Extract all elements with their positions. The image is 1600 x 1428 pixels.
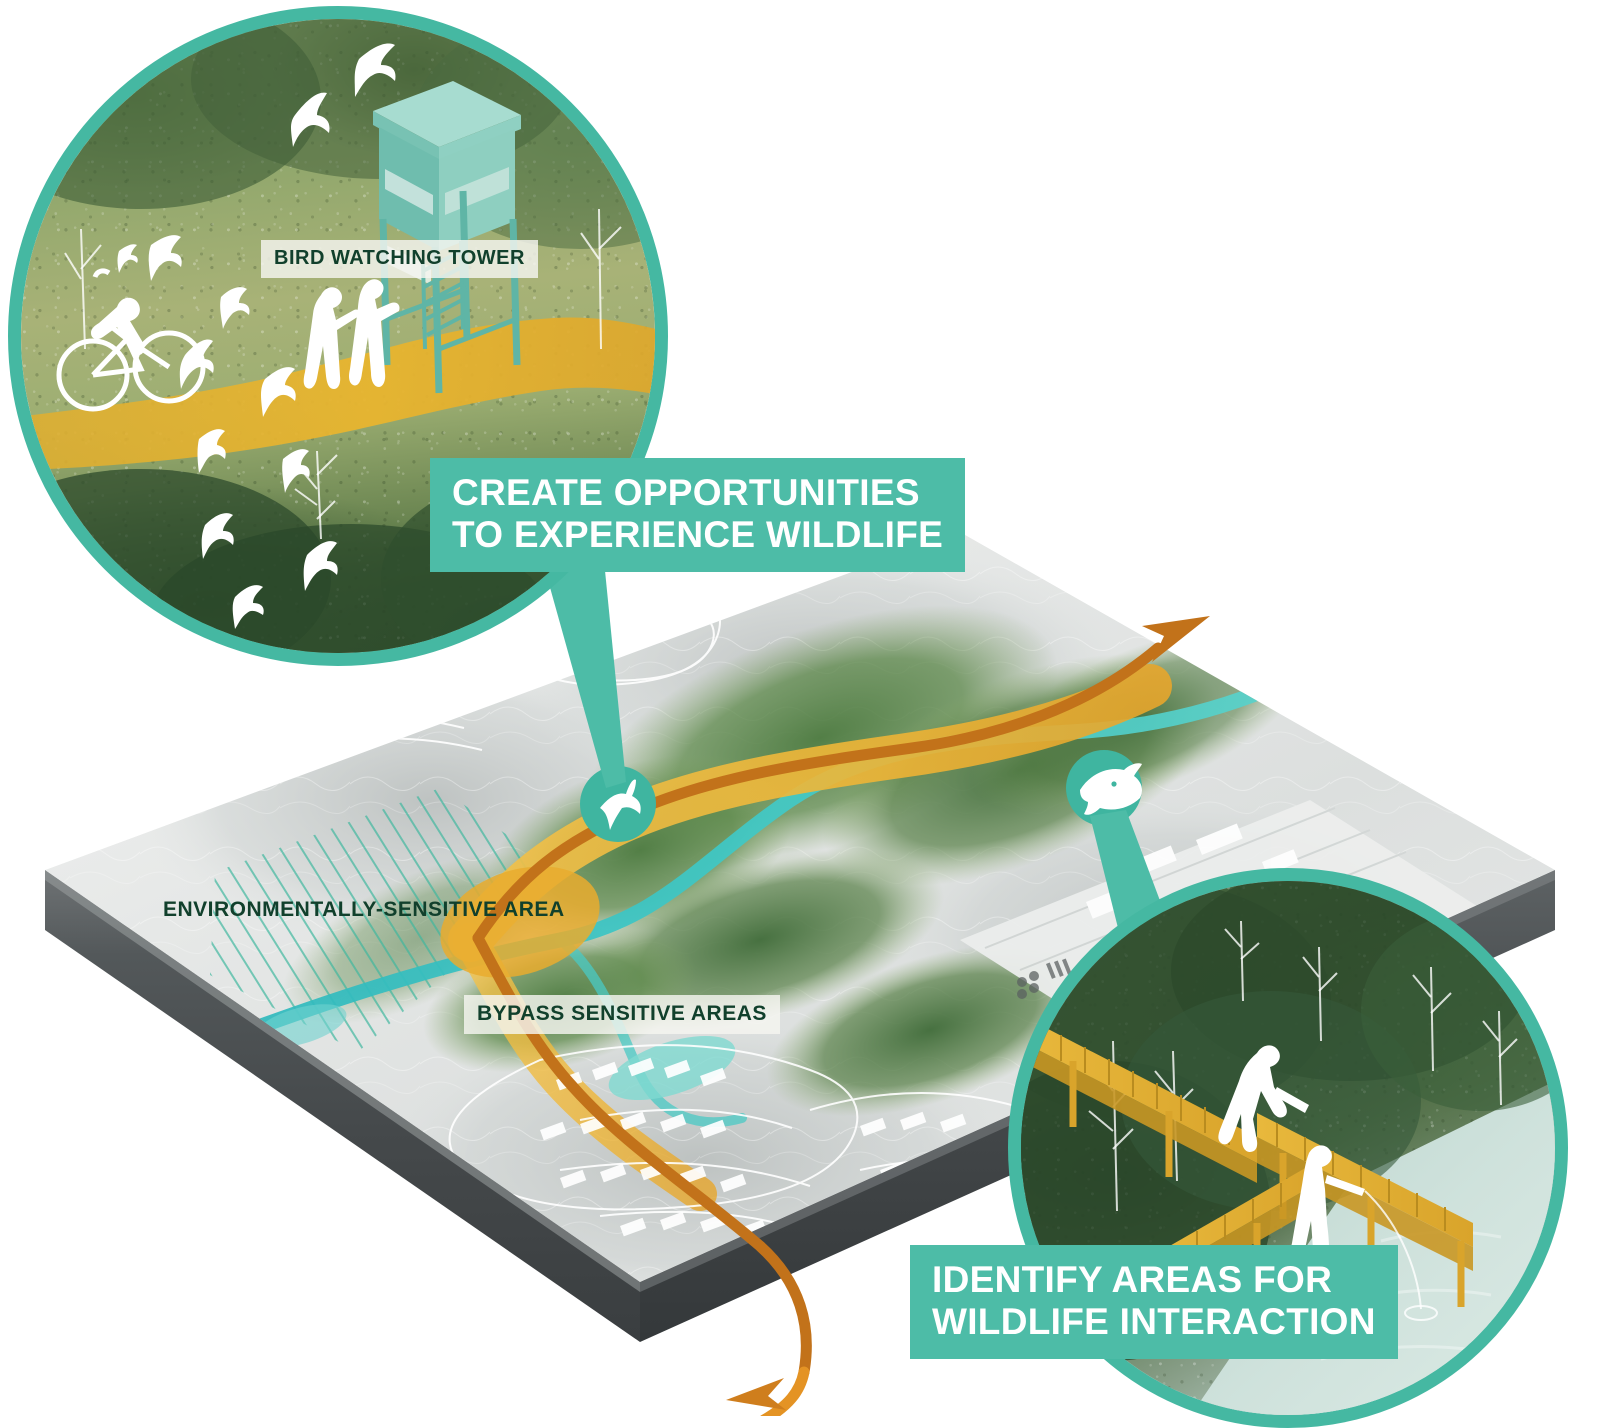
map-label-environmentally-sensitive-area: ENVIRONMENTALLY-SENSITIVE AREA <box>163 898 565 921</box>
inset-label-bird-watching-tower: BIRD WATCHING TOWER <box>261 240 538 278</box>
isometric-site-model <box>0 470 1600 1416</box>
callout-line-2: WILDLIFE INTERACTION <box>932 1300 1376 1342</box>
callout-line-1: CREATE OPPORTUNITIES <box>452 472 920 513</box>
river <box>242 676 1288 1038</box>
map-label-bypass-sensitive-areas: BYPASS SENSITIVE AREAS <box>464 995 780 1034</box>
birdwatchers-silhouette <box>303 279 400 389</box>
callout-line-2: TO EXPERIENCE WILDLIFE <box>452 513 944 555</box>
bird-silhouettes <box>117 43 396 629</box>
elevated-boardwalk <box>1021 1015 1257 1183</box>
walker-silhouette <box>1218 1045 1309 1152</box>
bird-marker[interactable] <box>580 766 656 842</box>
callout-line-1: IDENTIFY AREAS FOR <box>932 1259 1333 1300</box>
fisher-silhouette <box>1290 1145 1365 1261</box>
callout-identify-areas: IDENTIFY AREAS FOR WILDLIFE INTERACTION <box>910 1245 1398 1359</box>
cyclist-silhouette <box>56 268 206 412</box>
fish-marker[interactable] <box>1066 750 1142 826</box>
site-model-svg <box>45 480 1555 1416</box>
sensitive-area-hatch <box>210 788 560 1052</box>
callout-create-opportunities: CREATE OPPORTUNITIES TO EXPERIENCE WILDL… <box>430 458 966 572</box>
